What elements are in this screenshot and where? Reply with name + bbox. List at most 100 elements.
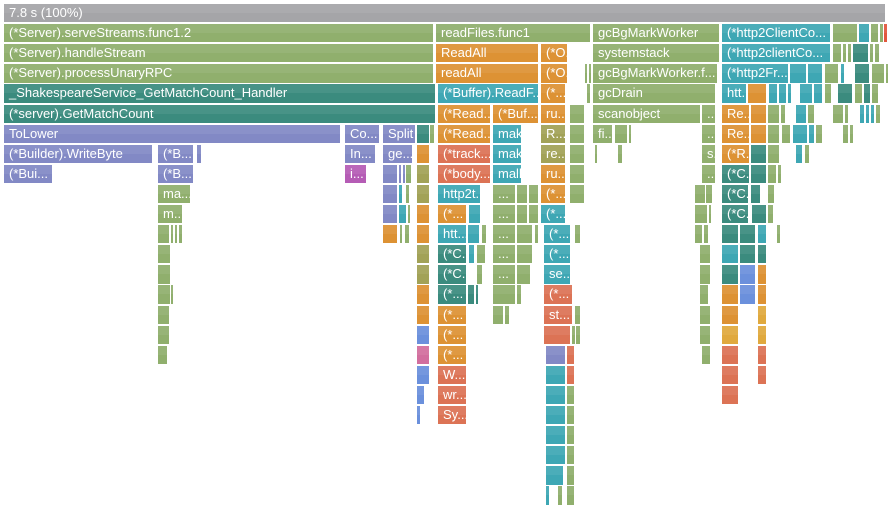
flame-frame[interactable]: [859, 24, 869, 43]
flame-frame[interactable]: [567, 486, 574, 505]
flame-frame[interactable]: [825, 84, 831, 103]
flame-frame[interactable]: [403, 164, 405, 184]
flame-frame[interactable]: ...: [493, 245, 515, 264]
flame-frame[interactable]: [406, 184, 409, 204]
flame-frame[interactable]: ge...: [383, 144, 412, 163]
flame-frame[interactable]: [758, 365, 766, 385]
flame-frame[interactable]: [722, 225, 738, 244]
flame-frame[interactable]: [417, 144, 429, 163]
flame-frame[interactable]: [695, 205, 707, 224]
flame-frame[interactable]: [417, 164, 429, 184]
flame-frame[interactable]: [838, 84, 852, 103]
flame-frame[interactable]: (*Server).handleStream: [4, 44, 433, 63]
flame-frame[interactable]: [768, 144, 779, 163]
flame-frame[interactable]: [529, 205, 538, 224]
flame-frame[interactable]: [383, 164, 397, 184]
flame-frame[interactable]: [793, 124, 807, 143]
flame-frame[interactable]: [405, 225, 409, 244]
flame-frame[interactable]: [477, 265, 482, 284]
flame-frame[interactable]: In...: [345, 144, 375, 163]
flame-frame[interactable]: [850, 124, 853, 143]
flame-frame[interactable]: Re...: [722, 104, 749, 123]
flame-frame[interactable]: [546, 426, 565, 445]
flame-frame[interactable]: http2t...: [438, 184, 480, 204]
flame-frame[interactable]: [406, 164, 411, 184]
flame-frame[interactable]: [871, 104, 874, 123]
flame-frame[interactable]: (*O...: [541, 44, 567, 63]
flame-frame[interactable]: [768, 184, 774, 204]
flame-frame[interactable]: ToLower: [4, 124, 340, 143]
flame-frame[interactable]: [872, 84, 878, 103]
flame-frame[interactable]: [751, 184, 760, 204]
flame-frame[interactable]: ...: [702, 164, 715, 184]
flame-frame[interactable]: [740, 265, 755, 284]
flame-frame[interactable]: [158, 225, 169, 244]
flame-frame[interactable]: [383, 225, 397, 244]
flame-frame[interactable]: [768, 104, 779, 123]
flame-frame[interactable]: [535, 225, 538, 244]
flame-frame[interactable]: (*...: [438, 285, 466, 304]
flame-frame[interactable]: i...: [345, 164, 366, 184]
flame-frame[interactable]: [417, 406, 420, 425]
flame-frame[interactable]: [695, 184, 705, 204]
flame-frame[interactable]: [567, 365, 574, 385]
flame-frame[interactable]: (*Builder).WriteByte: [4, 144, 152, 163]
flame-frame[interactable]: [843, 124, 848, 143]
flame-frame[interactable]: [158, 325, 169, 344]
flame-frame[interactable]: [575, 305, 580, 324]
flame-frame[interactable]: (*body...: [438, 164, 490, 184]
flame-frame[interactable]: [482, 225, 486, 244]
flame-frame[interactable]: [758, 305, 766, 324]
flame-frame[interactable]: [567, 446, 574, 465]
flame-frame[interactable]: (*...: [541, 184, 565, 204]
flame-frame[interactable]: gcBgMarkWorker: [593, 24, 719, 43]
flame-frame[interactable]: [158, 285, 170, 304]
flame-frame[interactable]: [855, 84, 862, 103]
flame-frame[interactable]: ...: [493, 265, 515, 284]
flame-frame[interactable]: [825, 64, 838, 83]
flame-frame[interactable]: (*...: [544, 285, 572, 304]
flame-frame[interactable]: (*...: [438, 205, 466, 224]
flame-frame[interactable]: [758, 325, 766, 344]
flame-frame[interactable]: [833, 44, 841, 63]
flame-frame[interactable]: [740, 225, 755, 244]
flame-frame[interactable]: (*Buf...: [493, 104, 538, 123]
flame-frame[interactable]: [866, 104, 869, 123]
flame-frame[interactable]: [808, 64, 822, 83]
flame-frame[interactable]: (*...: [544, 245, 570, 264]
flame-frame[interactable]: [704, 225, 708, 244]
flame-frame[interactable]: [417, 365, 429, 385]
flame-frame[interactable]: [872, 64, 884, 83]
flame-frame[interactable]: [546, 446, 565, 465]
flame-frame[interactable]: [567, 406, 574, 425]
flame-frame[interactable]: [158, 245, 170, 264]
flame-frame[interactable]: (*C...: [722, 164, 749, 184]
flame-frame[interactable]: [758, 225, 766, 244]
flame-frame[interactable]: [722, 245, 738, 264]
flame-frame[interactable]: [875, 44, 879, 63]
flame-frame[interactable]: [758, 265, 766, 284]
flame-frame[interactable]: [575, 225, 580, 244]
flame-frame[interactable]: [517, 285, 521, 304]
flame-frame[interactable]: [383, 184, 397, 204]
flame-frame[interactable]: [517, 265, 530, 284]
flame-frame[interactable]: [587, 84, 590, 103]
flame-frame[interactable]: [769, 84, 777, 103]
flame-frame[interactable]: [171, 225, 173, 244]
flame-frame[interactable]: [417, 184, 429, 204]
flame-frame[interactable]: [399, 164, 401, 184]
flame-frame[interactable]: [695, 225, 702, 244]
flame-frame[interactable]: [400, 225, 402, 244]
flame-frame[interactable]: [805, 144, 809, 163]
flame-frame[interactable]: Split: [383, 124, 415, 143]
flame-frame[interactable]: wr...: [438, 385, 466, 405]
flame-frame[interactable]: [417, 325, 429, 344]
flame-frame[interactable]: s...: [702, 144, 715, 163]
flame-frame[interactable]: (*C...: [438, 265, 466, 284]
flame-frame[interactable]: [853, 44, 868, 63]
flame-frame[interactable]: [751, 124, 766, 143]
flame-frame[interactable]: (*R...: [722, 144, 749, 163]
flame-frame[interactable]: ...: [702, 124, 715, 143]
flame-frame[interactable]: [546, 365, 565, 385]
flame-frame[interactable]: [618, 144, 622, 163]
